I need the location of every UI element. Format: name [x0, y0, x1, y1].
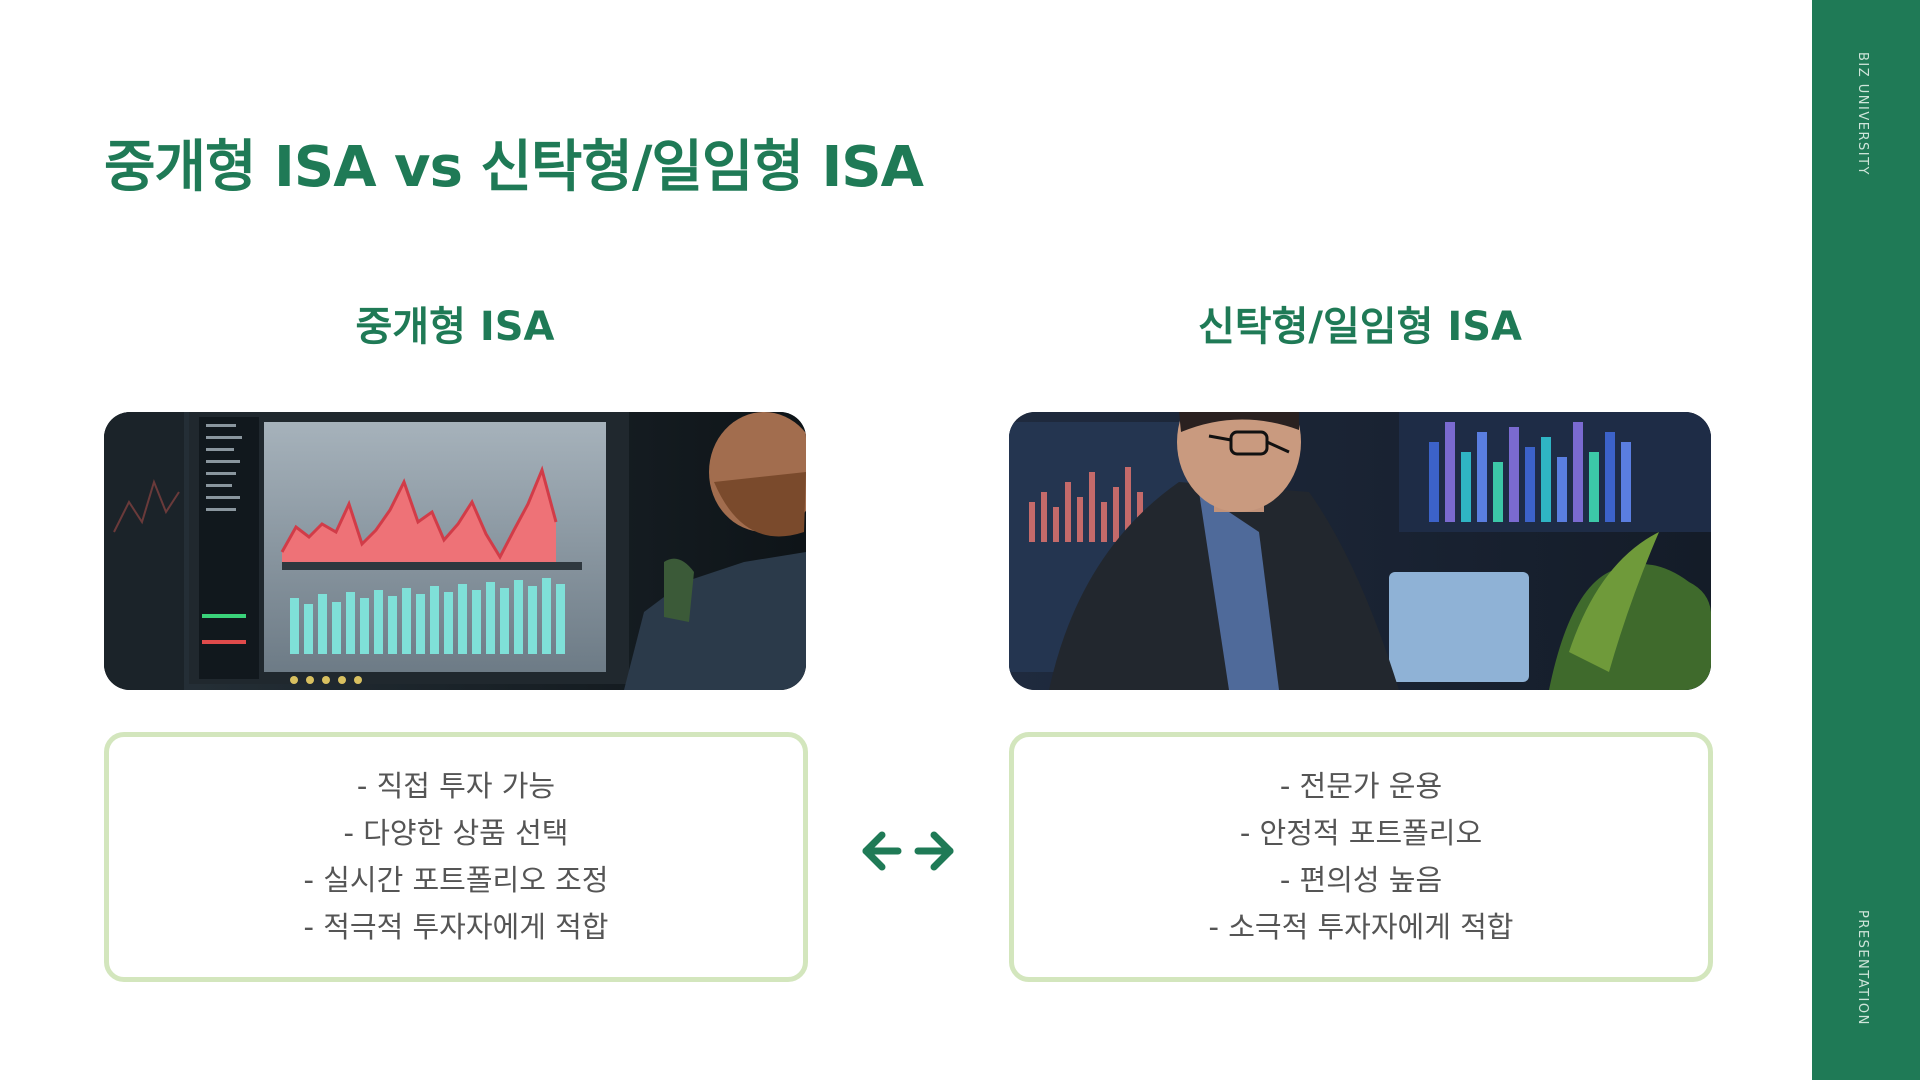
managed-investment-photo [1009, 412, 1711, 690]
right-bullet: - 안정적 포트폴리오 [1239, 816, 1483, 850]
left-feature-box: - 직접 투자 가능 - 다양한 상품 선택 - 실시간 포트폴리오 조정 - … [104, 732, 808, 982]
right-feature-box: - 전문가 운용 - 안정적 포트폴리오 - 편의성 높음 - 소극적 투자자에… [1009, 732, 1713, 982]
sidebar-band [1812, 0, 1920, 1080]
brokerage-trading-photo [104, 412, 806, 690]
right-heading: 신탁형/일임형 ISA [1198, 304, 1522, 350]
left-bullet: - 직접 투자 가능 [356, 769, 556, 803]
slide-title: 중개형 ISA vs 신탁형/일임형 ISA [104, 135, 924, 200]
right-bullet: - 소극적 투자자에게 적합 [1208, 910, 1514, 944]
sidebar-top-label: BIZ UNIVERSITY [1855, 52, 1870, 176]
left-heading: 중개형 ISA [355, 304, 555, 350]
right-bullet: - 전문가 운용 [1279, 769, 1443, 803]
sidebar-bottom-label: PRESENTATION [1855, 910, 1870, 1026]
right-bullet: - 편의성 높음 [1279, 863, 1443, 897]
left-bullet: - 실시간 포트폴리오 조정 [303, 863, 609, 897]
left-bullet: - 적극적 투자자에게 적합 [303, 910, 609, 944]
left-bullet: - 다양한 상품 선택 [343, 816, 569, 850]
left-right-arrow-icon [858, 826, 958, 876]
